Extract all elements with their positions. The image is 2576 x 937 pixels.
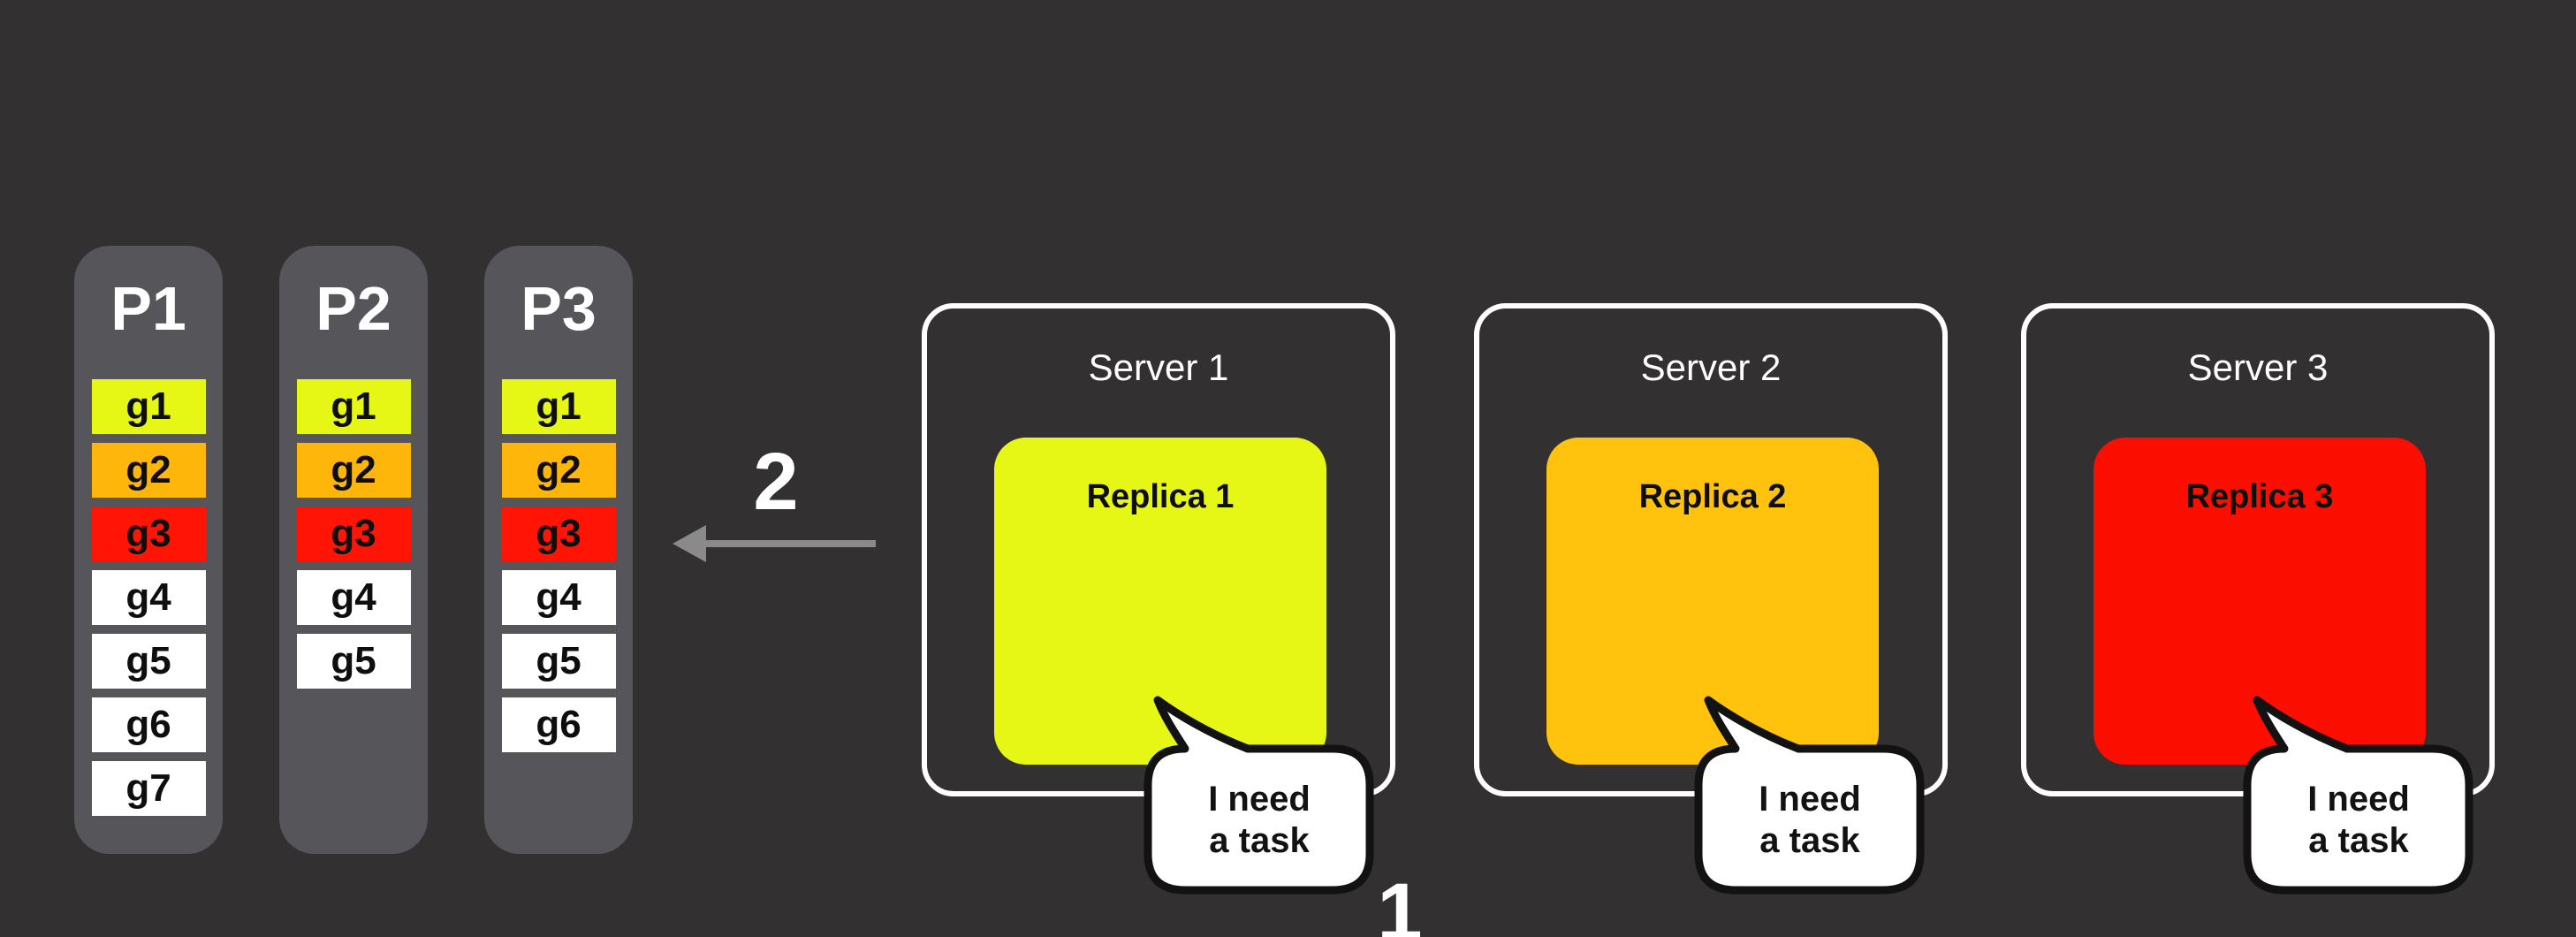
task-chip-g4: g4 (501, 570, 616, 625)
task-stack: g1 g2 g3 g4 g5 g6 g7 (74, 379, 223, 825)
speech-bubble-line1: I need (2307, 779, 2410, 819)
task-chip-g7: g7 (91, 761, 206, 816)
server-title: Server 2 (1640, 347, 1782, 388)
speech-bubble-text: I need a task (2244, 745, 2473, 895)
task-chip-g5: g5 (91, 634, 206, 689)
partition-box-p3: P3 g1 g2 g3 g4 g5 g6 (484, 246, 633, 854)
step1-label: 1 (1377, 867, 1423, 937)
task-chip-g2: g2 (501, 443, 616, 498)
speech-bubble-shape (2243, 696, 2473, 895)
task-chip-g2: g2 (91, 443, 206, 498)
task-chip-g2: g2 (296, 443, 411, 498)
speech-bubble-1: I need a task (1131, 688, 1387, 904)
task-chip-g5: g5 (296, 634, 411, 689)
task-chip-g4: g4 (91, 570, 206, 625)
speech-bubble-line1: I need (1759, 779, 1861, 819)
task-chip-g3: g3 (91, 507, 206, 561)
task-chip-g6: g6 (501, 697, 616, 752)
server-title: Server 1 (1088, 347, 1229, 388)
speech-bubble-3: I need a task (2230, 688, 2487, 904)
speech-bubble-shape (1694, 696, 1925, 895)
step2-label: 2 (753, 437, 799, 527)
speech-bubble-tail-icon (1694, 696, 1925, 895)
task-stack: g1 g2 g3 g4 g5 (279, 379, 428, 697)
speech-bubble-line2: a task (1209, 820, 1310, 860)
task-chip-g1: g1 (501, 379, 616, 434)
task-chip-g6: g6 (91, 697, 206, 752)
speech-bubble-tail-icon (1144, 696, 1374, 895)
partition-title: P3 (521, 274, 597, 343)
replica-title: Replica 2 (1638, 478, 1787, 515)
speech-bubble-text: I need a task (1144, 745, 1374, 895)
task-stack: g1 g2 g3 g4 g5 g6 (484, 379, 633, 761)
partition-title: P1 (110, 274, 186, 343)
task-chip-g1: g1 (91, 379, 206, 434)
task-chip-g5: g5 (501, 634, 616, 689)
task-chip-g1: g1 (296, 379, 411, 434)
speech-bubble-text: I need a task (1695, 745, 1925, 895)
replica-title: Replica 1 (1086, 478, 1235, 515)
speech-bubble-line1: I need (1208, 779, 1311, 819)
partition-box-p2: P2 g1 g2 g3 g4 g5 (279, 246, 428, 854)
speech-bubble-shape (1144, 696, 1374, 895)
speech-bubble-line2: a task (1759, 820, 1860, 860)
speech-bubble-line2: a task (2308, 820, 2409, 860)
partition-title: P2 (315, 274, 391, 343)
speech-bubble-tail-icon (2243, 696, 2473, 895)
server-title: Server 3 (2187, 347, 2329, 388)
left-arrow-icon (672, 525, 876, 562)
task-chip-g3: g3 (501, 507, 616, 561)
task-chip-g3: g3 (296, 507, 411, 561)
speech-bubble-2: I need a task (1682, 688, 1938, 904)
partition-box-p1: P1 g1 g2 g3 g4 g5 g6 g7 (74, 246, 223, 854)
replica-title: Replica 3 (2185, 478, 2334, 515)
task-chip-g4: g4 (296, 570, 411, 625)
